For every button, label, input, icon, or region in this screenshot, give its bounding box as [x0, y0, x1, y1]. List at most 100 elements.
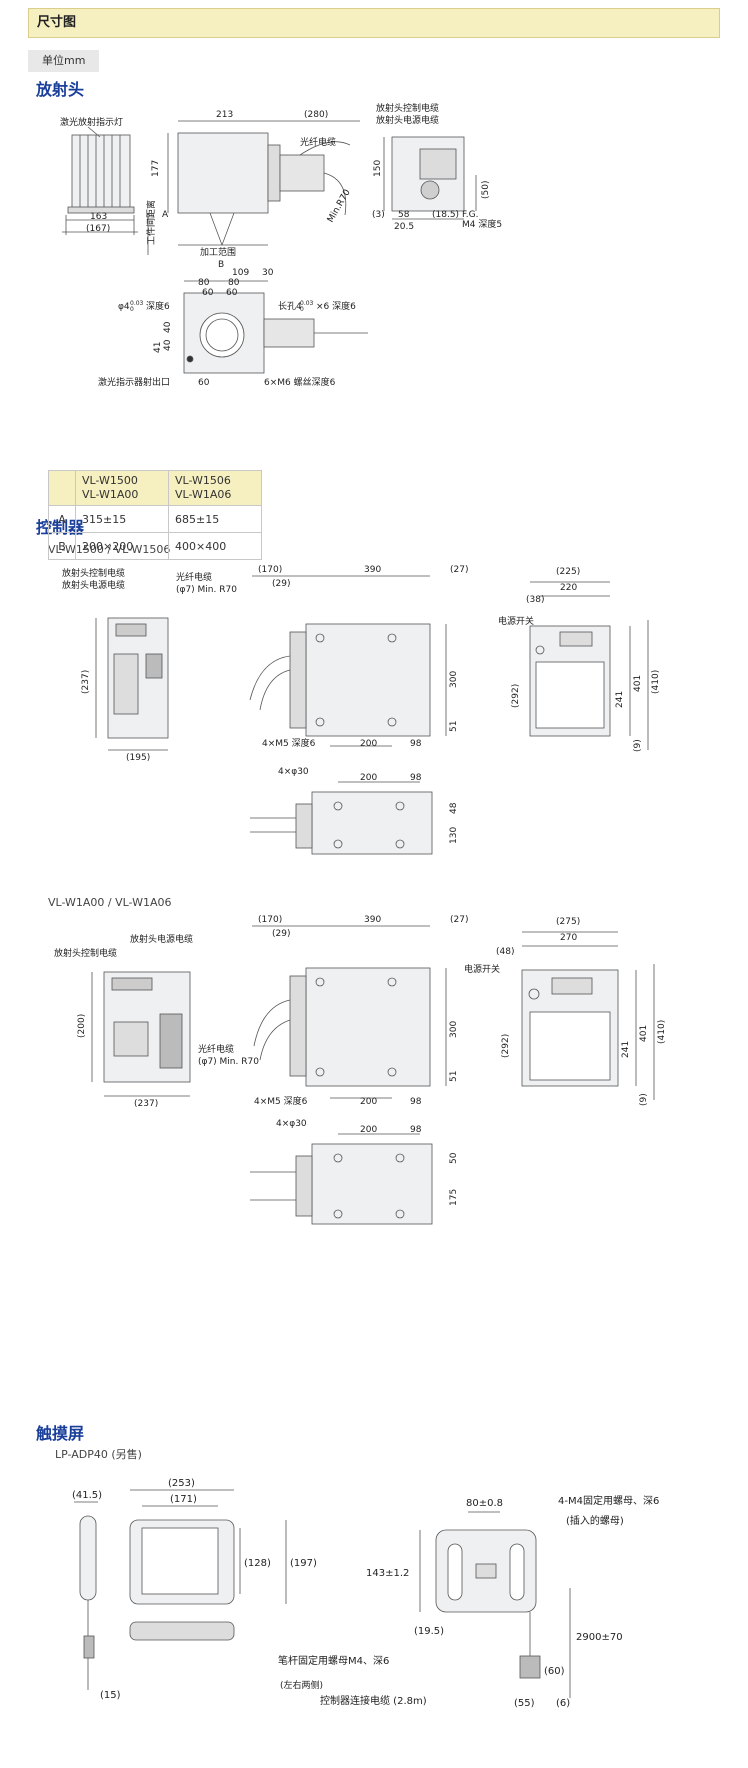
phi4-tol-top: 0.03 — [130, 300, 144, 307]
controller-1-diagram: 放射头控制电缆 放射头电源电缆 光纤电缆 (φ7) Min. R70 (237)… — [62, 565, 661, 855]
ctrl2-top-phi30: 4×φ30 — [276, 1119, 307, 1129]
head-diagram: 激光放射指示灯 163 (167) 213 (280) 177 光纤电缆 Min… — [60, 102, 502, 388]
dim-40b: 40 — [163, 339, 173, 351]
dim-60a: 60 — [202, 288, 214, 298]
ctrl1-dim-237: (237) — [81, 670, 91, 694]
dim-60b: 60 — [226, 288, 238, 298]
work-distance-label: 工件间距离 — [145, 200, 157, 245]
touch-model: LP-ADP40 (另售) — [55, 1448, 142, 1461]
ctrl1-dim-410: (410) — [651, 670, 661, 694]
fiber-cable-label: 光纤电缆 — [300, 136, 336, 148]
phi4-prefix: φ4 — [118, 302, 130, 312]
laser-indicator-lamp: 激光放射指示灯 — [60, 116, 123, 128]
ctrl1-dim-300: 300 — [449, 671, 459, 688]
touch-side-view — [74, 1501, 98, 1690]
ctrl1-dim-38: (38) — [526, 595, 544, 605]
ctrl2-dim-292: (292) — [501, 1034, 511, 1058]
touch-dim-253: (253) — [168, 1478, 195, 1489]
ctrl1-fiber-cable-label: 光纤电缆 — [176, 571, 212, 583]
dim-a: A — [162, 210, 169, 220]
ctrl1-m5-label: 4×M5 深度6 — [262, 737, 316, 749]
ctrl2-dim-200b: 200 — [360, 1097, 377, 1107]
touch-pen-nut-label: 笔杆固定用螺母M4、深6 — [278, 1654, 389, 1667]
dim-60c: 60 — [198, 378, 210, 388]
ctrl1-dim-390: 390 — [364, 565, 381, 575]
touch-insert-nut-label: (插入的螺母) — [566, 1514, 624, 1527]
dim-50: (50) — [481, 181, 491, 199]
head-ctrl-cable-label: 放射头控制电缆 — [376, 102, 439, 114]
ctrl1-dim-27: (27) — [450, 565, 468, 575]
ctrl2-side-view — [252, 925, 447, 1099]
ctrl2-dim-200: (200) — [77, 1014, 87, 1038]
ctrl2-power-switch-label: 电源开关 — [464, 963, 500, 975]
ctrl2-dim-401: 401 — [639, 1025, 649, 1042]
ctrl2-dim-390: 390 — [364, 915, 381, 925]
dim-40a: 40 — [163, 321, 173, 333]
header-title: 尺寸图 — [37, 15, 77, 30]
controller-model-2: VL-W1A00 / VL-W1A06 — [48, 896, 172, 909]
ctrl2-dim-275: (275) — [556, 917, 580, 927]
phi4-tol-bottom: 0 — [130, 306, 134, 313]
fg-label: F.G. — [462, 210, 478, 220]
touch-ctrl-cable-label: 控制器连接电缆 (2.8m) — [320, 1694, 427, 1707]
ctrl2-dim-300: 300 — [449, 1021, 459, 1038]
ctrl1-top-98: 98 — [410, 773, 422, 783]
ctrl2-dim-9: (9) — [639, 1093, 649, 1106]
dim-280: (280) — [304, 110, 328, 120]
touch-dim-15: (15) — [100, 1690, 121, 1701]
ctrl2-dim-241: 241 — [621, 1041, 631, 1058]
slot-tol-top: 0.03 — [300, 300, 314, 307]
ctrl2-dim-410: (410) — [657, 1020, 667, 1044]
dim-41: 41 — [153, 342, 163, 353]
ctrl1-top-phi30: 4×φ30 — [278, 767, 309, 777]
ctrl1-left-view — [95, 617, 169, 751]
laser-outlet-label: 激光指示器射出口 — [98, 376, 170, 388]
dim-30: 30 — [262, 268, 274, 278]
touch-m4-nut-label: 4-M4固定用螺母、深6 — [558, 1494, 659, 1507]
touch-diagram: (41.5) (15) (253) (171) (128) (197) 80±0… — [72, 1478, 659, 1709]
min-r70-label: Min.R70 — [326, 188, 353, 225]
ctrl2-dim-29: (29) — [272, 929, 290, 939]
ctrl2-m5-label: 4×M5 深度6 — [254, 1095, 308, 1107]
table-row: A 315±15 685±15 — [48, 505, 262, 533]
spec-table: VL-W1500 VL-W1A00 VL-W1506 VL-W1A06 A 31… — [48, 470, 262, 560]
ctrl1-dim-98: 98 — [410, 739, 422, 749]
ctrl1-top-200: 200 — [360, 773, 377, 783]
dim-18-5: (18.5) — [432, 210, 459, 220]
dim-58: 58 — [398, 210, 410, 220]
ctrl1-top-130: 130 — [449, 827, 459, 844]
ctrl2-dim-237: (237) — [134, 1099, 158, 1109]
dim-150: 150 — [373, 160, 383, 177]
touch-dim-2900: 2900±70 — [576, 1632, 623, 1643]
ctrl1-dim-195: (195) — [126, 753, 150, 763]
ctrl2-top-98: 98 — [410, 1125, 422, 1135]
touch-dim-128: (128) — [244, 1558, 271, 1569]
head-side-view — [147, 120, 360, 255]
touch-front-view — [129, 1489, 287, 1641]
ctrl1-dim-29: (29) — [272, 579, 290, 589]
dim-109: 109 — [232, 268, 249, 278]
ctrl2-top-200: 200 — [360, 1125, 377, 1135]
ctrl2-top-175: 175 — [449, 1189, 459, 1206]
touch-dim-6: (6) — [556, 1698, 570, 1709]
touch-dim-80: 80±0.8 — [466, 1498, 503, 1509]
ctrl2-dim-170: (170) — [258, 915, 282, 925]
touch-dim-171: (171) — [170, 1494, 197, 1505]
dim-80a: 80 — [198, 278, 210, 288]
ctrl2-left-view — [91, 971, 191, 1097]
ctrl2-fiber-cable-label: 光纤电缆 — [198, 1043, 234, 1055]
dim-3: (3) — [372, 210, 385, 220]
slot-suffix: ×6 深度6 — [316, 300, 356, 312]
ctrl2-dim-270: 270 — [560, 933, 577, 943]
m4-depth5-label: M4 深度5 — [462, 218, 502, 230]
ctrl1-dim-241: 241 — [615, 691, 625, 708]
dim-213: 213 — [216, 110, 233, 120]
slot-tol-bottom: 0 — [300, 306, 304, 313]
touch-dim-19-5: (19.5) — [414, 1626, 444, 1637]
ctrl2-dim-98: 98 — [410, 1097, 422, 1107]
touch-dim-41-5: (41.5) — [72, 1490, 102, 1501]
ctrl1-dim-51: 51 — [449, 721, 459, 732]
ctrl1-dim-292: (292) — [511, 684, 521, 708]
dim-b: B — [218, 260, 224, 270]
touch-dim-197: (197) — [290, 1558, 317, 1569]
